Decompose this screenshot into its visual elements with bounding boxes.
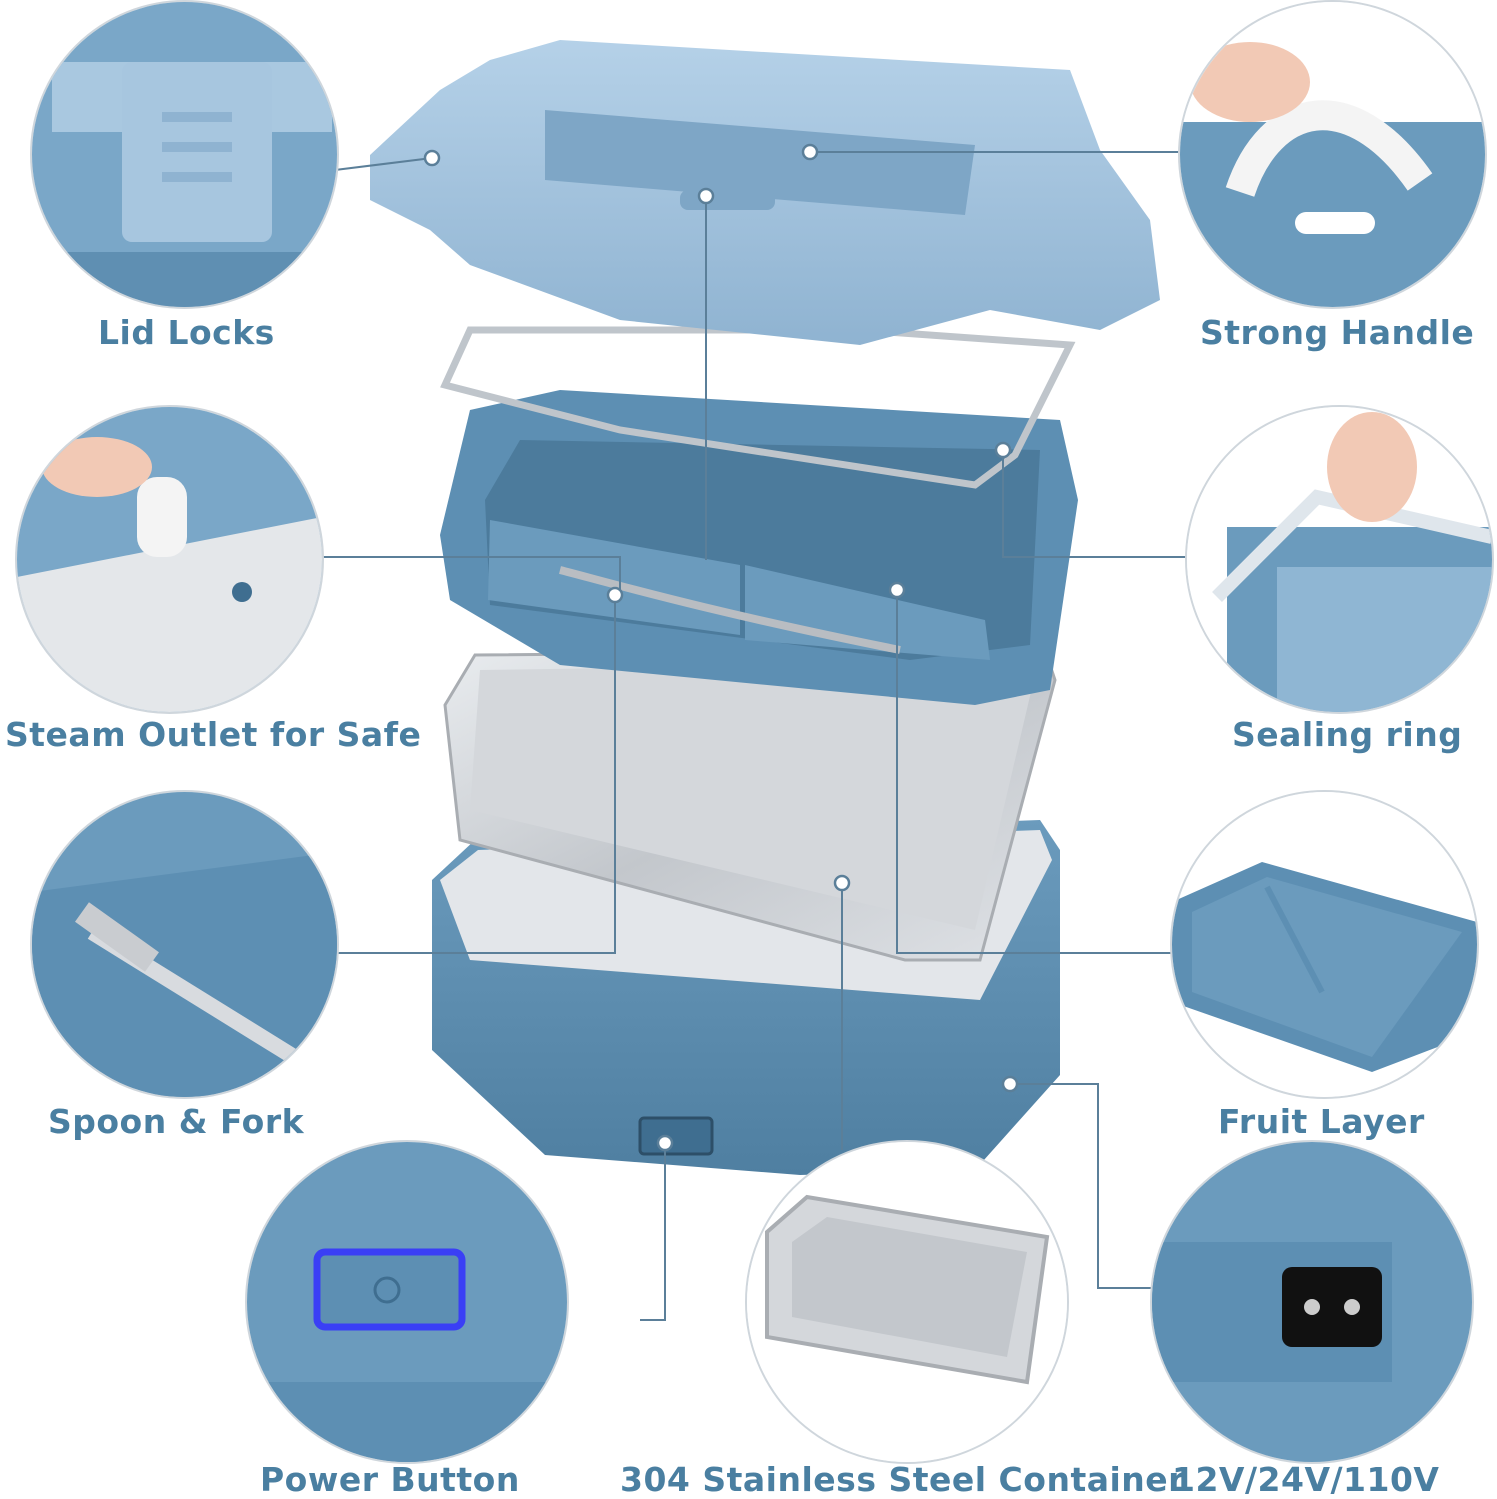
power-button-detail: [245, 1140, 569, 1464]
label-power-button: Power Button: [260, 1460, 520, 1499]
steam-outlet-detail: [15, 405, 324, 714]
fruit-layer-tray: [440, 390, 1078, 705]
label-voltage: 12V/24V/110V: [1172, 1460, 1440, 1499]
strong-handle-detail: [1178, 0, 1487, 309]
label-strong-handle: Strong Handle: [1200, 313, 1475, 352]
leader-dots: [423, 143, 1019, 1152]
sealing-ring-detail: [1185, 405, 1494, 714]
steel-container-detail: [745, 1140, 1069, 1464]
label-fruit-layer: Fruit Layer: [1218, 1102, 1425, 1141]
base-power-button[interactable]: [638, 1116, 714, 1156]
spoon-fork-detail: [30, 790, 339, 1099]
power-socket-icon: [1282, 1267, 1382, 1347]
fruit-layer-detail: [1170, 790, 1479, 1099]
label-steel-container: 304 Stainless Steel Container: [620, 1460, 1185, 1499]
lid: [370, 40, 1160, 345]
label-spoon-fork: Spoon & Fork: [48, 1102, 305, 1141]
lid-locks-detail: [30, 0, 339, 309]
label-steam-outlet: Steam Outlet for Safe: [5, 715, 422, 754]
leader-lines: [300, 151, 1190, 1321]
label-lid-locks: Lid Locks: [98, 313, 275, 352]
power-icon: [373, 1276, 401, 1304]
label-sealing-ring: Sealing ring: [1232, 715, 1463, 754]
voltage-socket-detail: [1150, 1140, 1474, 1464]
